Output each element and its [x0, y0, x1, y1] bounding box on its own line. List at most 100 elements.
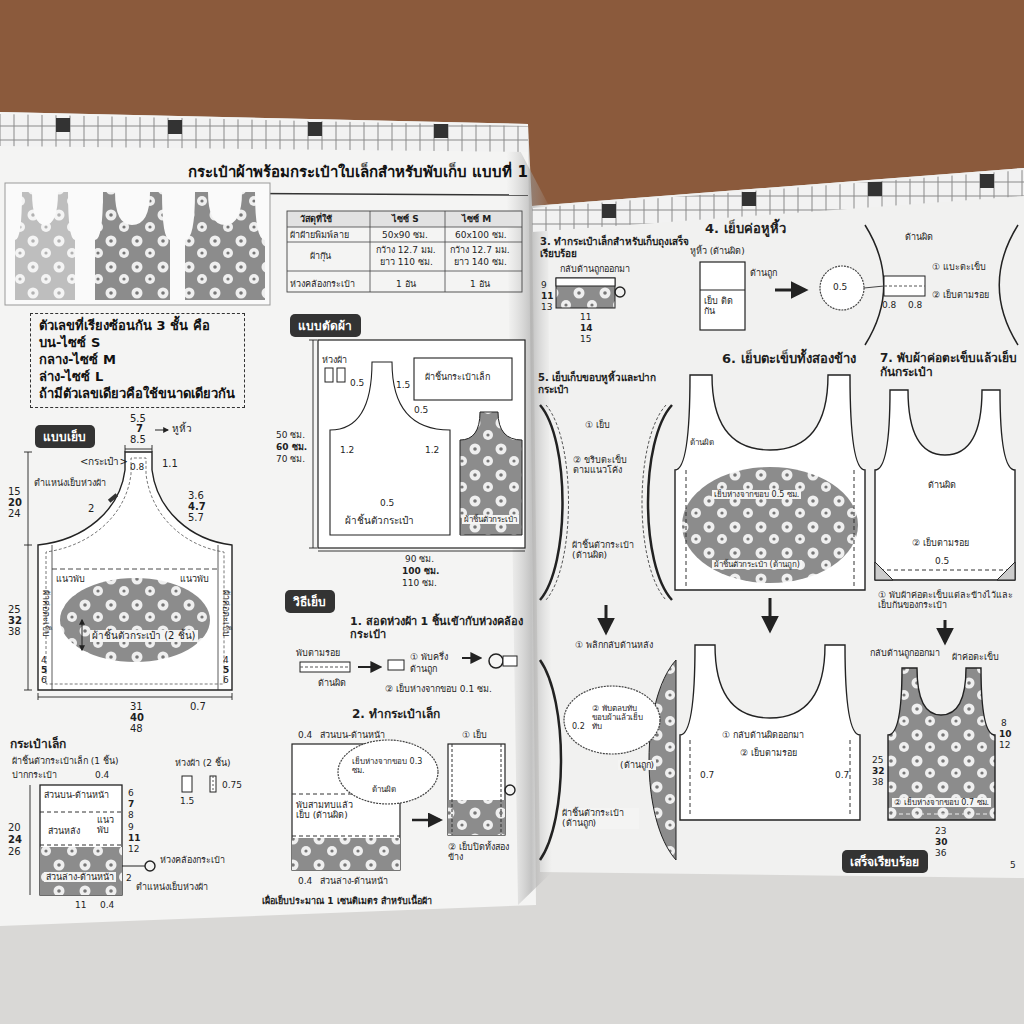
part-label: กระเป๋าเล็ก [10, 738, 66, 752]
step-heading: 6. เย็บตะเข็บทั้งสองข้าง [722, 352, 856, 367]
part-label: ① พับผ้าค่อตะเข็บแต่ละข้างไว้และเย็บก้นข… [878, 590, 1018, 611]
part-label: เผื่อเย็บประมาณ 1 เซนติเมตร สำหรับเนื้อผ… [262, 896, 432, 906]
part-label: ผ้าฝ้ายพิมพ์ลาย [290, 230, 349, 240]
dimension-number: 20 [8, 822, 21, 834]
dimension-number: 4 [223, 655, 229, 665]
dimension-number: 11 [128, 833, 141, 843]
part-label: ด้านผิด [690, 438, 714, 447]
step-heading: 5. เย็บเก็บขอบหูหิ้วและปากกระเป๋า [538, 372, 678, 395]
part-label: ผ้าค่อตะเข็บ [952, 652, 999, 662]
dimension-number: 11 [75, 900, 86, 910]
part-label: ② เย็บปิดทั้งสองข้าง [448, 842, 518, 863]
dimension-number: 14 [580, 323, 593, 333]
dimension-number: 25 [8, 604, 21, 616]
part-label: กลับด้านถูกออกมา [560, 264, 630, 274]
dimension-number: 24 [8, 508, 21, 520]
part-label: ② ขริบตะเข็บ ตามแนวโค้ง [573, 455, 639, 476]
node-text: แบบตัดผ้า [298, 316, 353, 335]
node-text: วิธีเย็บ [293, 592, 327, 611]
dimension-number: 26 [8, 846, 21, 858]
node-text: ตัวเลขที่เรียงซ้อนกัน 3 ชั้น คือ [39, 318, 236, 335]
dimension-number: 25 [872, 755, 883, 765]
part-label: ผ้าชิ้นตัวกระเป๋า (ด้านผิด) [572, 540, 640, 561]
dimension-number: 5 [1010, 860, 1016, 870]
part-label: ① เย็บ [462, 730, 487, 740]
node-text: เสร็จเรียบร้อย [850, 852, 920, 871]
dimension-number: 8 [128, 810, 134, 820]
dimension-number: 30 [935, 837, 948, 847]
dimension-number: 0.5 [380, 498, 394, 508]
dimension-number: 0.8 [130, 462, 144, 472]
dimension-number: 40 [130, 712, 144, 724]
dimension-number: 0.5 [833, 282, 847, 292]
dimension-number: 1.2 [425, 445, 439, 455]
dimension-number: 12 [128, 844, 139, 854]
dimension-number: 11 [541, 291, 554, 301]
section-tab: แบบเย็บ [35, 425, 95, 448]
part-label: 100 ซม. [402, 566, 439, 576]
part-label: 50 ซม. [276, 430, 305, 440]
part-label: ผ้าชิ้นตัวกระเป๋า [345, 515, 414, 527]
part-label: วัสดุที่ใช้ [300, 214, 332, 224]
part-label: ไซซ์ M [462, 214, 491, 224]
part-label: แนว พับ [97, 815, 119, 836]
part-label: 1 อัน [396, 279, 416, 289]
part-label: ยาว 140 ซม. [454, 257, 507, 267]
part-label: 70 ซม. [276, 454, 305, 464]
node-text: กลาง-ไซซ์ M [39, 352, 236, 369]
part-label: ส่วนหลัง [48, 826, 80, 836]
part-label: ห่วงผ้า [322, 355, 347, 365]
part-label: พับสามทบแล้วเย็บ (ด้านผิด) [296, 800, 356, 821]
part-label: ด้านผิด [928, 480, 956, 490]
part-label: ผ้าชิ้นตัวกระเป๋า [462, 515, 519, 524]
part-label: ห่วงคล้องกระเป๋า [160, 855, 225, 865]
part-label: กว้าง 12.7 มม. [376, 245, 436, 255]
part-label: ด้านถูก [750, 268, 777, 278]
part-label: ผ้าชิ้นตัวกระเป๋า (ด้านถูก) [560, 808, 639, 829]
dimension-number: 0.4 [298, 730, 312, 740]
dimension-number: 36 [935, 848, 946, 858]
node-text: แบบเย็บ [43, 427, 87, 446]
dimension-number: 4 [41, 655, 47, 665]
part-label: ② พับตลบทับขอบผ้าแล้วเย็บทับ [592, 704, 650, 732]
step-heading: 2. ทำกระเป๋าเล็ก [352, 708, 440, 722]
dimension-number: 10 [999, 729, 1012, 739]
part-label: ② เย็บตามรอย [740, 748, 797, 758]
dimension-number: 24 [8, 834, 22, 846]
dimension-number: 1.5 [396, 380, 410, 390]
dimension-number: 3.6 [188, 490, 204, 502]
part-label: 1 อัน [470, 279, 490, 289]
part-label: ผ้าชิ้นตัวกระเป๋าเล็ก (1 ชิ้น) [12, 756, 118, 766]
part-label: 50x90 ซม. [382, 230, 428, 240]
dimension-number: 0.5 [414, 405, 428, 415]
dimension-number: 1.5 [180, 796, 194, 806]
part-label: <กระเป๋า> [80, 456, 128, 468]
part-label: ① กลับด้านผิดออกมา [722, 730, 804, 740]
dimension-number: 5.7 [188, 512, 204, 524]
dimension-number: 32 [8, 615, 22, 627]
section-tab: วิธีเย็บ [285, 590, 335, 613]
part-label: 90 ซม. [405, 554, 434, 564]
dimension-number: 23 [935, 826, 946, 836]
dimension-number: 5 [223, 665, 229, 675]
part-label: ② เย็บห่างจากขอบ 0.1 ซม. [385, 684, 492, 694]
dimension-number: 0.8 [908, 300, 922, 310]
dimension-number: 11 [580, 312, 591, 322]
section-tab: เสร็จเรียบร้อย [842, 850, 928, 873]
part-label: 60x100 ซม. [455, 230, 507, 240]
part-label: ด้านผิด [372, 785, 396, 794]
dimension-number: 13 [541, 302, 552, 312]
part-label: ปากกระเป๋า [12, 770, 57, 780]
part-label: ① เย็บ [585, 420, 610, 430]
part-label: ① แบะตะเข็บ [932, 262, 986, 272]
dimension-number: 12 [999, 740, 1010, 750]
part-label: ห่วงคล้องกระเป๋า [290, 279, 355, 289]
part-label: ② เย็บตามรอย [912, 538, 969, 548]
step-heading: 4. เย็บค่อหูหิ้ว [705, 222, 786, 237]
step-heading: 3. ทำกระเป๋าเล็กสำหรับเก็บถุงเสร็จเรียบร… [540, 236, 690, 259]
part-label: ด้านผิด [318, 678, 346, 688]
dimension-number: 5.5 [130, 413, 146, 425]
dimension-number: 15 [8, 486, 21, 498]
dimension-number: 0.4 [95, 770, 109, 780]
dimension-number: 38 [8, 626, 21, 638]
